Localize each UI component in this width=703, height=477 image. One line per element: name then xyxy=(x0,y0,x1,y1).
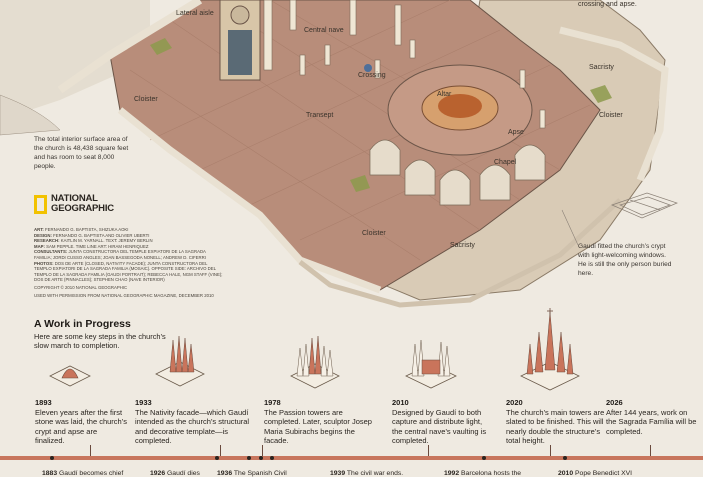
credit-line: DESIGN: FERNANDO G. BAPTISTA AND OLIVIER… xyxy=(34,232,150,238)
milestone-text: The Nativity facade—which Gaudí intended… xyxy=(135,408,250,445)
timeline-tick xyxy=(90,445,91,456)
label-cloister-left: Cloister xyxy=(134,96,158,103)
label-crossing-apse-fragment: crossing and apse. xyxy=(578,1,637,8)
credit-line: RESEARCH: KAITLIN M. YARNALL. TEXT: JERE… xyxy=(34,238,153,244)
credit-line: CONSULTANTS: JUNTA CONSTRUCTORA DEL TEMP… xyxy=(34,249,206,260)
timeline-event: 2010 Pope Benedict XVI xyxy=(558,470,633,477)
label-central-nave: Central nave xyxy=(304,27,344,34)
label-lateral-aisle: Lateral aisle xyxy=(176,10,214,17)
interior-area-caption: The total interior surface area of the c… xyxy=(34,136,129,170)
timeline-event: 1926 Gaudí dies xyxy=(150,470,200,477)
milestone-year: 1978 xyxy=(264,398,281,407)
model-1893-icon xyxy=(49,365,91,387)
credit-line: COPYRIGHT © 2010 NATIONAL GEOGRAPHIC xyxy=(34,284,128,290)
work-in-progress-title: A Work in Progress xyxy=(34,318,131,330)
national-geographic-logo: NATIONAL GEOGRAPHIC xyxy=(34,194,114,214)
crypt-caption: Gaudí fitted the church’s crypt with lig… xyxy=(578,243,672,277)
work-in-progress-subtitle: Here are some key steps in the church’s … xyxy=(34,332,166,350)
credit-line: MAP: SAM PEPPLE. TIME LINE ART: HIRAM HE… xyxy=(34,243,149,249)
label-sacristy-top: Sacristy xyxy=(589,64,614,71)
timeline-event: 1992 Barcelona hosts the xyxy=(444,470,522,477)
credit-line: USED WITH PERMISSION FROM NATIONAL GEOGR… xyxy=(34,292,214,298)
label-sacristy-bottom: Sacristy xyxy=(450,242,475,249)
model-1978-icon xyxy=(290,335,340,389)
timeline-dot xyxy=(247,456,251,460)
credit-line: ART: FERNANDO G. BAPTISTA, SHIZUKA AOKI xyxy=(34,227,129,232)
label-cloister-bottom: Cloister xyxy=(362,230,386,237)
timeline-bar xyxy=(0,456,703,460)
label-crossing: Crossing xyxy=(358,72,386,79)
yellow-border-icon xyxy=(34,194,47,214)
timeline-dot xyxy=(259,456,263,460)
cathedral-cutaway-illustration xyxy=(0,0,678,308)
milestone-text: The Passion towers are completed. Later,… xyxy=(264,408,372,445)
milestone-year: 2026 xyxy=(606,398,623,407)
milestone-text: After 144 years, work on the Sagrada Fam… xyxy=(606,408,697,436)
timeline-tick xyxy=(428,445,429,456)
milestone-text: Designed by Gaudí to both capture and di… xyxy=(392,408,487,445)
label-apse: Apse xyxy=(508,129,524,136)
timeline-dot xyxy=(215,456,219,460)
label-altar: Altar xyxy=(437,91,452,98)
milestone-year: 1893 xyxy=(35,398,52,407)
milestone-year: 1933 xyxy=(135,398,152,407)
timeline-dot xyxy=(50,456,54,460)
milestone-text: Eleven years after the first stone was l… xyxy=(35,408,127,445)
timeline-event: 1939 The civil war ends. xyxy=(330,470,404,477)
model-2020-icon xyxy=(520,308,580,391)
logo-line-1: NATIONAL xyxy=(51,193,98,204)
timeline-dot xyxy=(270,456,274,460)
milestone-year: 2020 xyxy=(506,398,523,407)
label-chapel: Chapel xyxy=(494,159,517,166)
timeline-tick xyxy=(550,445,551,456)
label-cloister-right: Cloister xyxy=(599,112,623,119)
milestone-year: 2010 xyxy=(392,398,409,407)
label-transept: Transept xyxy=(306,112,334,119)
timeline-tick xyxy=(220,445,221,456)
model-2010-icon xyxy=(405,339,457,389)
credit-line: PHOTOS: DOS DE ARTE (CLOSED, NATIVITY FA… xyxy=(34,260,223,283)
timeline-tick xyxy=(262,445,263,456)
timeline-event: 1883 Gaudí becomes chief xyxy=(42,470,124,477)
timeline-event: 1936 The Spanish Civil xyxy=(217,470,287,477)
credits-block: ART: FERNANDO G. BAPTISTA, SHIZUKA AOKI … xyxy=(34,227,224,298)
timeline-dot xyxy=(563,456,567,460)
milestone-text: The church’s main towers are slated to b… xyxy=(506,408,605,445)
timeline-tick xyxy=(650,445,651,456)
model-1933-icon xyxy=(155,335,205,387)
timeline-dot xyxy=(482,456,486,460)
logo-line-2: GEOGRAPHIC xyxy=(51,203,114,214)
